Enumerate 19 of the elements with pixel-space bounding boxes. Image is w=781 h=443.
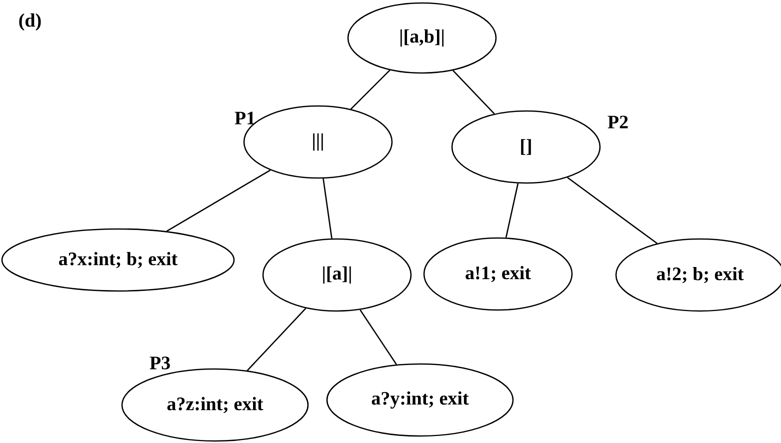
ellipse-node: |[a]| — [262, 238, 412, 312]
tree-edge — [505, 183, 519, 238]
ellipse-node: [] — [451, 110, 601, 184]
ellipse-node: a?x:int; b; exit — [1, 228, 235, 292]
panel-label: (d) — [19, 13, 41, 31]
tree-edge — [322, 178, 332, 239]
node-label: P3 — [150, 356, 170, 370]
tree-edge — [246, 308, 306, 372]
ellipse-node: a!1; exit — [423, 237, 573, 311]
tree-edge — [452, 70, 495, 114]
ellipse-node: a?y:int; exit — [326, 363, 514, 437]
tree-edge — [350, 70, 390, 110]
node-label: P1 — [234, 112, 255, 124]
ellipse-node: a?z:int; exit — [121, 368, 309, 442]
ellipse-node: |[a,b]| — [347, 2, 497, 74]
tree-edge — [166, 170, 271, 232]
node-label: P2 — [608, 116, 628, 128]
tree-edge — [567, 176, 658, 244]
tree-edge — [360, 309, 397, 365]
